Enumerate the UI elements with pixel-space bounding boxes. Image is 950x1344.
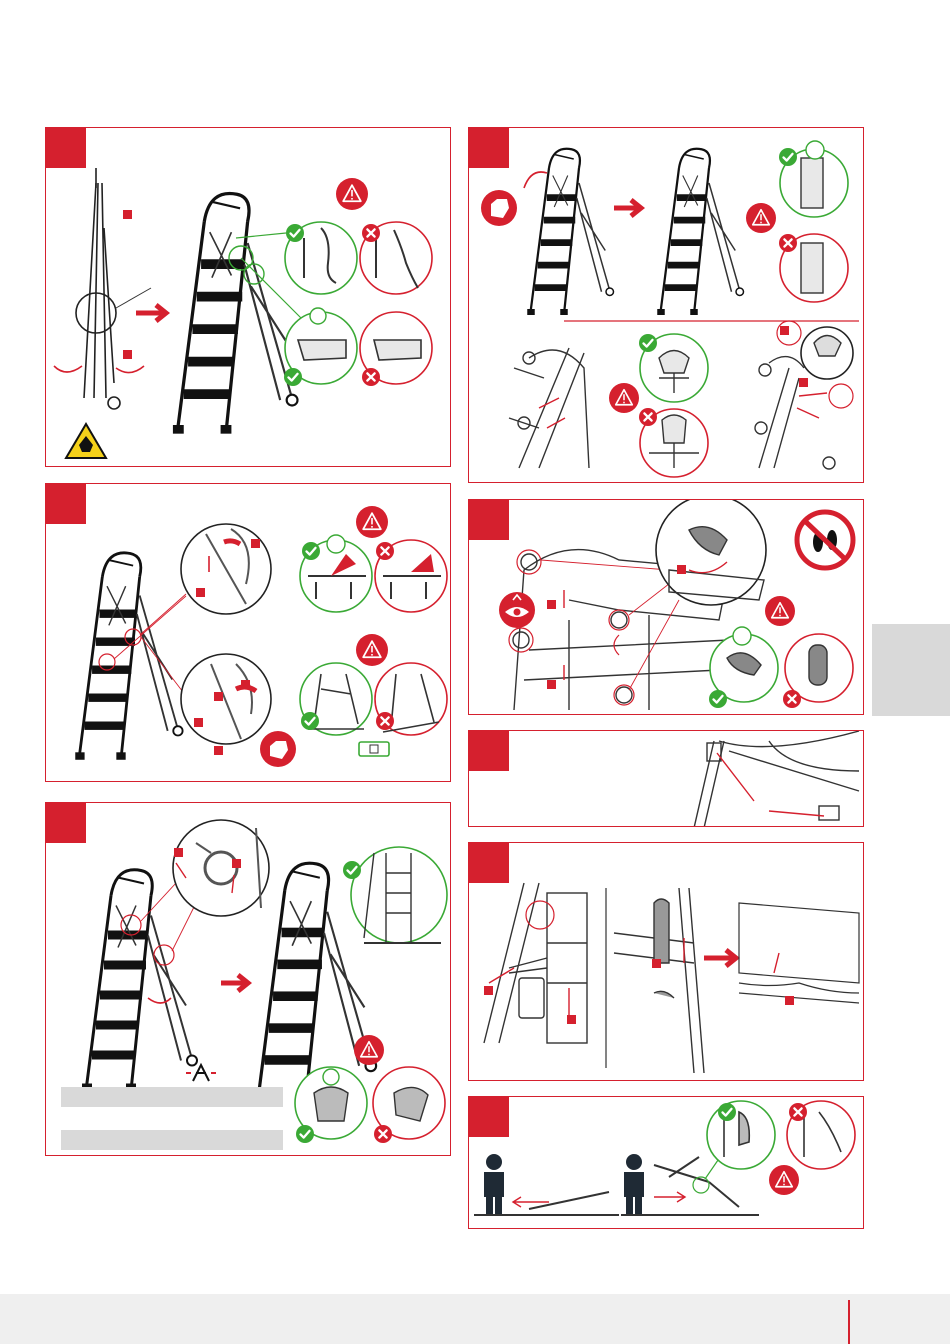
cross-icon xyxy=(783,690,801,708)
detail-hinge xyxy=(173,820,269,916)
next-arrow xyxy=(221,975,248,991)
step-4-illustration xyxy=(469,128,864,483)
cross-icon xyxy=(362,368,380,386)
platform-folded-illustration xyxy=(739,903,859,1003)
ladder-illustration xyxy=(75,553,182,760)
step-1-panel xyxy=(45,127,451,467)
hand-operate-icon xyxy=(260,731,296,767)
step-2-panel xyxy=(45,483,451,782)
gray-label-bar xyxy=(61,1087,283,1107)
eye-inspect-icon xyxy=(499,592,535,628)
clamp-illustration xyxy=(509,348,589,468)
rotate-arrow xyxy=(116,366,144,373)
warning-triangle-icon xyxy=(356,506,388,538)
no-standing-footprints-icon xyxy=(797,512,853,568)
checkmark-icon xyxy=(639,334,657,352)
step-3-panel xyxy=(45,802,451,1156)
callout-marker xyxy=(123,350,132,359)
step-6-panel xyxy=(468,730,864,827)
next-arrow xyxy=(704,950,736,966)
hook-illustration xyxy=(614,888,704,1073)
ladder-illustration xyxy=(657,149,743,315)
cross-icon xyxy=(376,712,394,730)
page-footer xyxy=(0,1294,950,1344)
cross-icon xyxy=(639,408,657,426)
warning-triangle-icon xyxy=(354,1035,384,1065)
cross-icon xyxy=(374,1125,392,1143)
folded-ladder xyxy=(76,168,120,409)
callout-marker xyxy=(123,210,132,219)
person-icon xyxy=(624,1154,644,1215)
checkmark-icon xyxy=(779,148,797,166)
gray-label-bar xyxy=(61,1130,283,1150)
checkmark-icon xyxy=(718,1103,736,1121)
checkmark-icon xyxy=(286,224,304,242)
ladder-illustration xyxy=(527,149,613,315)
warning-triangle-icon xyxy=(336,178,368,210)
cross-icon xyxy=(362,224,380,242)
warning-triangle-icon xyxy=(769,1165,799,1195)
step-5-illustration xyxy=(469,500,864,715)
hand-crush-hazard-icon xyxy=(66,424,106,458)
checkmark-icon xyxy=(343,861,361,879)
checkmark-icon xyxy=(709,690,727,708)
frame-illustration xyxy=(694,731,859,827)
cross-icon xyxy=(779,234,797,252)
step-1-illustration xyxy=(46,128,451,467)
checkmark-icon xyxy=(284,368,302,386)
cross-icon xyxy=(789,1103,807,1121)
step-8-illustration xyxy=(469,1097,864,1229)
warning-triangle-icon xyxy=(765,596,795,626)
rotate-arrow xyxy=(54,366,82,372)
warning-triangle-icon xyxy=(746,203,776,233)
section-side-tab xyxy=(872,624,950,716)
warning-triangle-icon xyxy=(609,383,639,413)
hand-operate-icon xyxy=(481,190,517,226)
ladder-illustration xyxy=(173,193,298,433)
step-4-panel xyxy=(468,127,864,483)
next-arrow xyxy=(614,200,641,216)
step-8-panel xyxy=(468,1096,864,1229)
warning-triangle-icon xyxy=(356,634,388,666)
person-icon xyxy=(484,1154,504,1215)
step-3-illustration xyxy=(46,803,451,1156)
next-arrow xyxy=(136,305,166,321)
footer-accent-bar xyxy=(848,1300,850,1344)
step-5-panel xyxy=(468,499,864,715)
spirit-level-icon xyxy=(359,742,389,756)
step-7-panel xyxy=(468,842,864,1081)
cross-icon xyxy=(376,542,394,560)
checkmark-icon xyxy=(302,542,320,560)
wide-stance-icon xyxy=(186,1065,216,1081)
checkmark-icon xyxy=(296,1125,314,1143)
ladder-illustration xyxy=(82,870,197,1092)
step-2-illustration xyxy=(46,484,451,782)
checkmark-icon xyxy=(301,712,319,730)
step-7-illustration xyxy=(469,843,864,1081)
step-6-illustration xyxy=(469,731,864,827)
